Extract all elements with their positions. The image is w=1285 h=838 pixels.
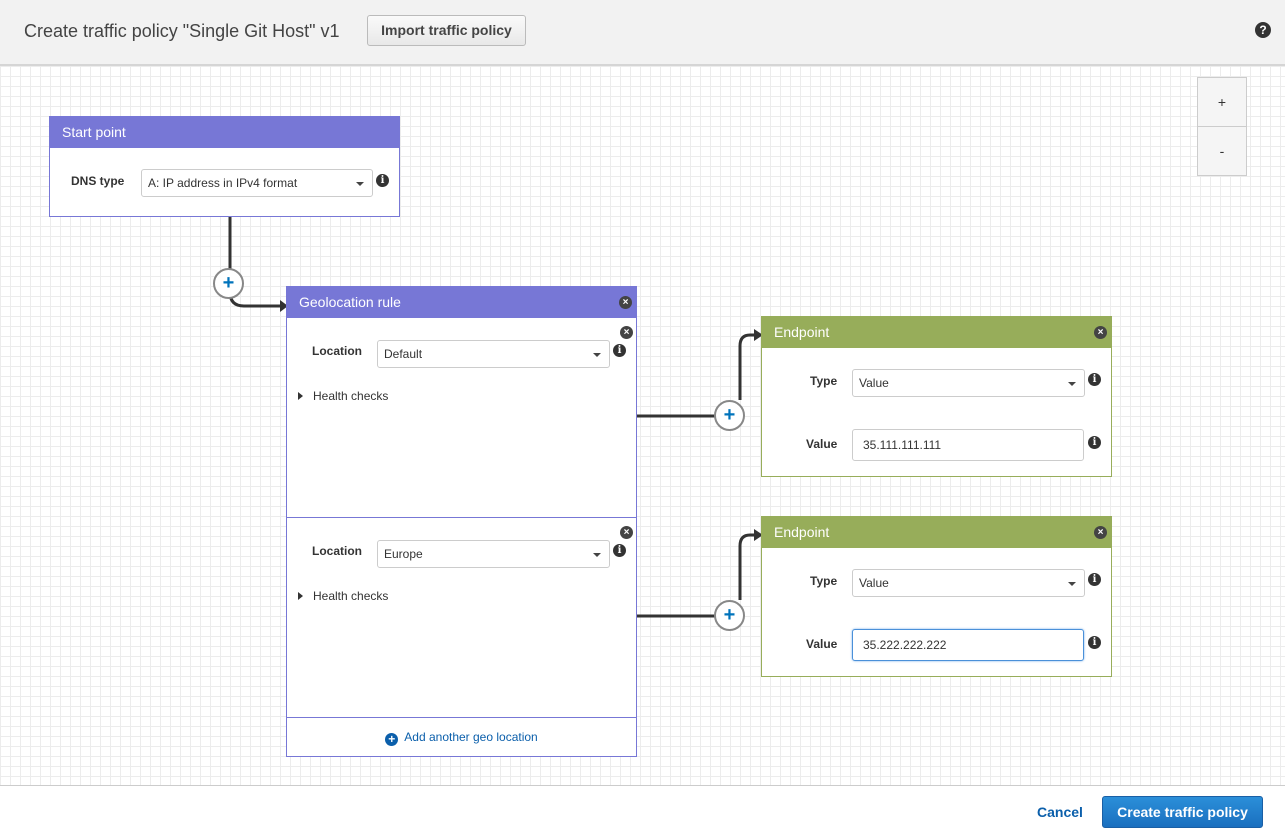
start-point-title: Start point (50, 117, 399, 148)
geo-rule-row: × Location Default i Health checks (287, 318, 636, 518)
page-footer: Cancel Create traffic policy (0, 785, 1285, 838)
chevron-down-icon (593, 553, 601, 557)
add-geo-location-label: Add another geo location (404, 730, 538, 744)
create-traffic-policy-button[interactable]: Create traffic policy (1102, 796, 1263, 828)
info-icon[interactable]: i (1088, 436, 1101, 449)
arrow-head (754, 329, 763, 341)
geolocation-rule-title: Geolocation rule × (287, 287, 636, 318)
remove-location-icon[interactable]: × (620, 326, 633, 339)
endpoint-value-input[interactable]: 35.222.222.222 (852, 629, 1084, 661)
add-rule-plus-button[interactable]: + (213, 268, 244, 299)
location-value: Europe (384, 547, 423, 561)
location-value: Default (384, 347, 423, 361)
plus-circle-icon: + (385, 733, 399, 746)
endpoint-node: Endpoint × Type Value i Value 35.222.222.… (761, 516, 1112, 677)
add-endpoint-plus-button[interactable]: + (714, 600, 745, 631)
endpoint-type-value: Value (859, 376, 889, 390)
zoom-in-button[interactable]: + (1197, 77, 1247, 127)
remove-location-icon[interactable]: × (620, 526, 633, 539)
arrow-head (280, 300, 288, 312)
add-geo-location-link[interactable]: + Add another geo location (287, 730, 636, 746)
cancel-button[interactable]: Cancel (1037, 804, 1083, 820)
endpoint-value-input[interactable]: 35.111.111.111 (852, 429, 1084, 461)
endpoint-title-text: Endpoint (774, 524, 830, 540)
connector-geo-endpoint2 (636, 533, 755, 618)
close-icon[interactable]: × (1094, 526, 1107, 539)
dns-type-select[interactable]: A: IP address in IPv4 format (141, 169, 373, 197)
chevron-down-icon (1068, 582, 1076, 586)
health-checks-label: Health checks (313, 389, 389, 403)
endpoint-type-select[interactable]: Value (852, 569, 1085, 597)
dns-type-label: DNS type (71, 174, 125, 188)
type-label: Type (810, 374, 838, 388)
location-label: Location (312, 344, 362, 358)
caret-right-icon (298, 592, 303, 600)
page-header: Create traffic policy "Single Git Host" … (0, 0, 1285, 66)
zoom-out-button[interactable]: - (1197, 126, 1247, 176)
endpoint-title: Endpoint × (762, 317, 1111, 348)
chevron-down-icon (593, 353, 601, 357)
health-checks-label: Health checks (313, 589, 389, 603)
dns-type-value: A: IP address in IPv4 format (148, 176, 298, 190)
value-label: Value (806, 637, 838, 651)
location-label: Location (312, 544, 362, 558)
connector-geo-endpoint1 (636, 333, 755, 418)
import-traffic-policy-button[interactable]: Import traffic policy (367, 15, 526, 46)
endpoint-title: Endpoint × (762, 517, 1111, 548)
endpoint-type-value: Value (859, 576, 889, 590)
info-icon[interactable]: i (613, 344, 626, 357)
help-icon[interactable]: ? (1255, 22, 1271, 38)
endpoint-type-select[interactable]: Value (852, 369, 1085, 397)
chevron-down-icon (1068, 382, 1076, 386)
start-point-node: Start point DNS type A: IP address in IP… (49, 116, 400, 217)
health-checks-toggle[interactable]: Health checks (298, 389, 388, 403)
health-checks-toggle[interactable]: Health checks (298, 589, 388, 603)
location-select[interactable]: Europe (377, 540, 610, 568)
endpoint-node: Endpoint × Type Value i Value 35.111.111.… (761, 316, 1112, 477)
geolocation-rule-node: Geolocation rule × × Location Default i H… (286, 286, 637, 757)
arrow-head (754, 529, 763, 541)
close-icon[interactable]: × (1094, 326, 1107, 339)
location-select[interactable]: Default (377, 340, 610, 368)
page-title: Create traffic policy "Single Git Host" … (24, 21, 340, 41)
info-icon[interactable]: i (1088, 573, 1101, 586)
type-label: Type (810, 574, 838, 588)
value-label: Value (806, 437, 838, 451)
geo-rule-row: × Location Europe i Health checks (287, 518, 636, 718)
caret-right-icon (298, 392, 303, 400)
close-icon[interactable]: × (619, 296, 632, 309)
geo-title-text: Geolocation rule (299, 294, 401, 310)
endpoint-title-text: Endpoint (774, 324, 830, 340)
info-icon[interactable]: i (376, 174, 389, 187)
info-icon[interactable]: i (1088, 373, 1101, 386)
info-icon[interactable]: i (1088, 636, 1101, 649)
add-endpoint-plus-button[interactable]: + (714, 400, 745, 431)
info-icon[interactable]: i (613, 544, 626, 557)
chevron-down-icon (356, 182, 364, 186)
